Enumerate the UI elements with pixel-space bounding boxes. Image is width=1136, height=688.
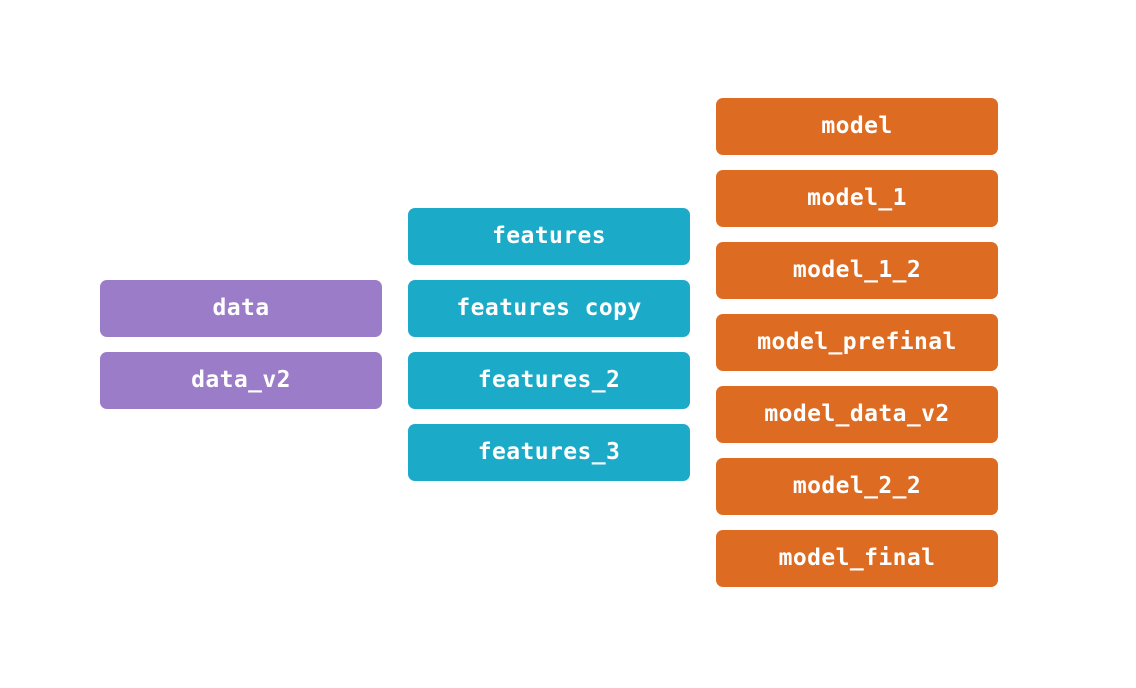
node-model[interactable]: model	[716, 98, 998, 155]
node-label: features_2	[477, 367, 621, 393]
node-data-v2[interactable]: data_v2	[100, 352, 382, 409]
node-label: model_prefinal	[757, 329, 957, 355]
node-label: model_1	[807, 185, 907, 211]
node-label: data_v2	[191, 367, 291, 393]
node-label: features	[492, 223, 606, 249]
features-column: features features copy features_2 featur…	[408, 208, 690, 481]
node-label: data	[212, 295, 270, 321]
node-label: model_1_2	[792, 257, 922, 283]
node-model-1[interactable]: model_1	[716, 170, 998, 227]
node-model-data-v2[interactable]: model_data_v2	[716, 386, 998, 443]
node-model-2-2[interactable]: model_2_2	[716, 458, 998, 515]
node-features-2[interactable]: features_2	[408, 352, 690, 409]
node-label: model_data_v2	[764, 401, 950, 427]
node-model-prefinal[interactable]: model_prefinal	[716, 314, 998, 371]
node-label: model_2_2	[792, 473, 922, 499]
node-model-1-2[interactable]: model_1_2	[716, 242, 998, 299]
node-features-3[interactable]: features_3	[408, 424, 690, 481]
node-label: model_final	[778, 545, 936, 571]
node-label: features copy	[456, 295, 642, 321]
node-features-copy[interactable]: features copy	[408, 280, 690, 337]
node-features[interactable]: features	[408, 208, 690, 265]
node-data[interactable]: data	[100, 280, 382, 337]
node-label: model	[821, 113, 893, 139]
model-column: model model_1 model_1_2 model_prefinal m…	[716, 98, 998, 587]
node-model-final[interactable]: model_final	[716, 530, 998, 587]
node-label: features_3	[477, 439, 621, 465]
data-column: data data_v2	[100, 280, 382, 409]
